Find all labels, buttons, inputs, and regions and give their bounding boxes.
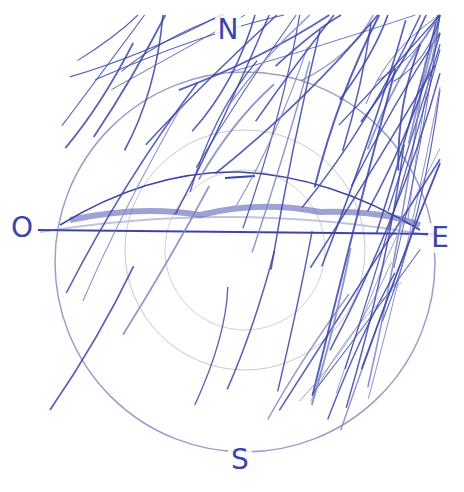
scribble-line xyxy=(252,61,310,252)
scribble-line xyxy=(175,15,269,215)
scribble-line xyxy=(125,15,163,151)
scribble-line xyxy=(361,15,426,122)
scribble-line xyxy=(195,287,228,405)
scribble-line xyxy=(179,15,329,90)
scribble-line xyxy=(299,262,391,401)
scribble-line xyxy=(123,186,209,335)
scribble-line xyxy=(312,69,395,396)
scribble-line xyxy=(341,162,440,430)
scribble-line xyxy=(227,251,274,390)
mark xyxy=(225,176,255,178)
compass-letter: E xyxy=(428,223,452,253)
scribble-line xyxy=(190,61,257,193)
scribble-line xyxy=(376,15,438,234)
scribble-line xyxy=(236,47,307,206)
scribble-line xyxy=(94,15,166,137)
scribble-line xyxy=(368,62,425,387)
scribble-line xyxy=(77,15,138,61)
scribble-line xyxy=(215,15,377,174)
scribble-line xyxy=(394,15,440,82)
scribble-line xyxy=(50,266,134,410)
scribble-line xyxy=(70,15,221,77)
scribble-line xyxy=(310,65,435,267)
scribble-line xyxy=(315,15,380,187)
scribbles xyxy=(50,15,440,430)
scribble-line xyxy=(146,15,277,145)
scribble-line xyxy=(66,83,197,293)
scribble-line xyxy=(192,15,255,131)
scribble-line xyxy=(65,43,133,148)
scribble-line xyxy=(276,15,341,66)
scribble-line xyxy=(302,15,420,208)
compass-letter: N xyxy=(215,15,242,45)
scribble-line xyxy=(111,15,245,90)
scribble-line xyxy=(62,15,145,126)
compass-letter: S xyxy=(228,445,252,475)
scribble-line xyxy=(312,248,351,405)
scribble-line xyxy=(279,159,440,410)
scribble-line xyxy=(243,15,300,228)
scribble-line xyxy=(345,50,440,370)
scribble-line xyxy=(256,15,334,121)
scribble-line xyxy=(362,164,440,370)
scribble-line xyxy=(351,33,440,187)
scribble-line xyxy=(278,231,312,391)
scribble-line xyxy=(199,84,274,179)
compass-letter: O xyxy=(8,213,36,243)
scribble-line xyxy=(340,15,388,100)
scribble-line xyxy=(339,15,440,125)
scribble-line xyxy=(95,15,284,80)
inner-circle xyxy=(165,170,325,330)
scribble-line xyxy=(83,104,183,301)
